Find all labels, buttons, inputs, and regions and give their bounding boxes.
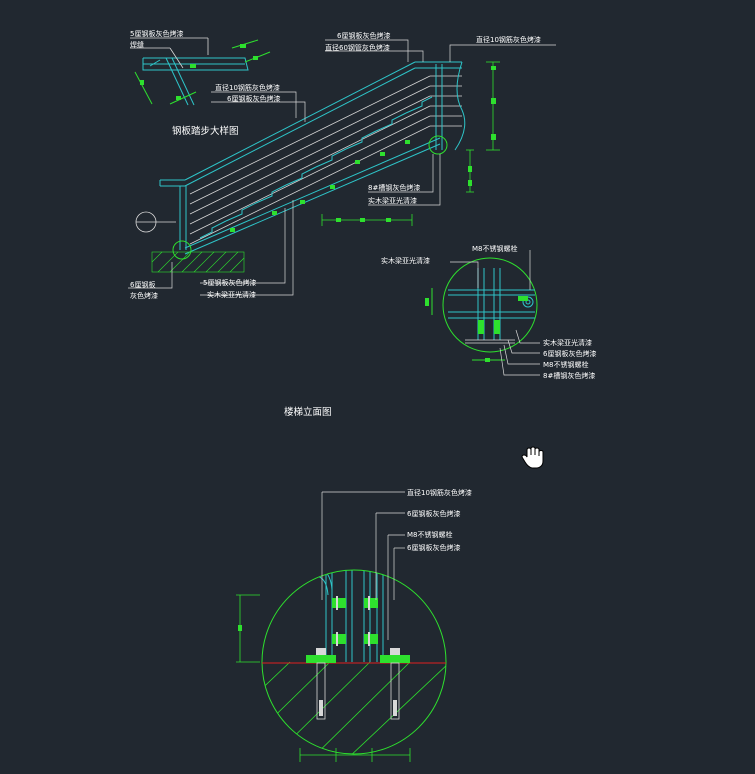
label-top-rod: 直径10钢筋灰色烤漆 (476, 35, 541, 44)
title-step-detail: 钢板踏步大样图 (172, 125, 239, 137)
step-detail-drawing (130, 37, 271, 106)
label-top-plate: 6厘钢板灰色烤漆 (337, 31, 390, 40)
label-bot-tread: 5厘钢板灰色烤漆 (203, 278, 256, 287)
label-channel: 8#槽钢灰色烤漆 (368, 183, 420, 192)
label-c1-channel: 8#槽钢灰色烤漆 (543, 371, 595, 380)
label-c1-wood-right: 实木梁亚光清漆 (543, 338, 592, 347)
label-c1-wood-left: 实木梁亚光清漆 (381, 256, 430, 265)
label-c2-rod: 直径10钢筋灰色烤漆 (407, 488, 472, 497)
hand-pan-icon (521, 446, 544, 469)
label-top-pipe: 直径60钢管灰色烤漆 (325, 43, 390, 52)
label-base-plate-1: 6厘钢板 (130, 280, 155, 289)
label-c1-bolt2: M8不锈钢螺栓 (543, 360, 589, 369)
label-mid-plate: 6厘钢板灰色烤漆 (227, 94, 280, 103)
label-c1-plate: 6厘钢板灰色烤漆 (543, 349, 596, 358)
stair-railing-elevation (128, 39, 556, 296)
detail-circle-1 (425, 250, 540, 376)
label-wood-beam: 实木梁亚光清漆 (368, 196, 417, 205)
label-base-plate-2: 灰色烤漆 (130, 291, 158, 300)
label-mid-rod: 直径10钢筋灰色烤漆 (215, 83, 280, 92)
label-c1-bolt: M8不锈钢螺栓 (472, 244, 518, 253)
label-c2-plate2: 6厘钢板灰色烤漆 (407, 543, 460, 552)
label-tread-paint: 5厘钢板灰色烤漆 (130, 29, 183, 38)
label-bot-wood: 实木梁亚光清漆 (207, 290, 256, 299)
label-c2-plate: 6厘钢板灰色烤漆 (407, 509, 460, 518)
label-weld-seam: 焊缝 (130, 40, 144, 49)
label-c2-bolt: M8不锈钢螺栓 (407, 530, 453, 539)
title-stair-elevation: 楼梯立面图 (284, 406, 332, 418)
